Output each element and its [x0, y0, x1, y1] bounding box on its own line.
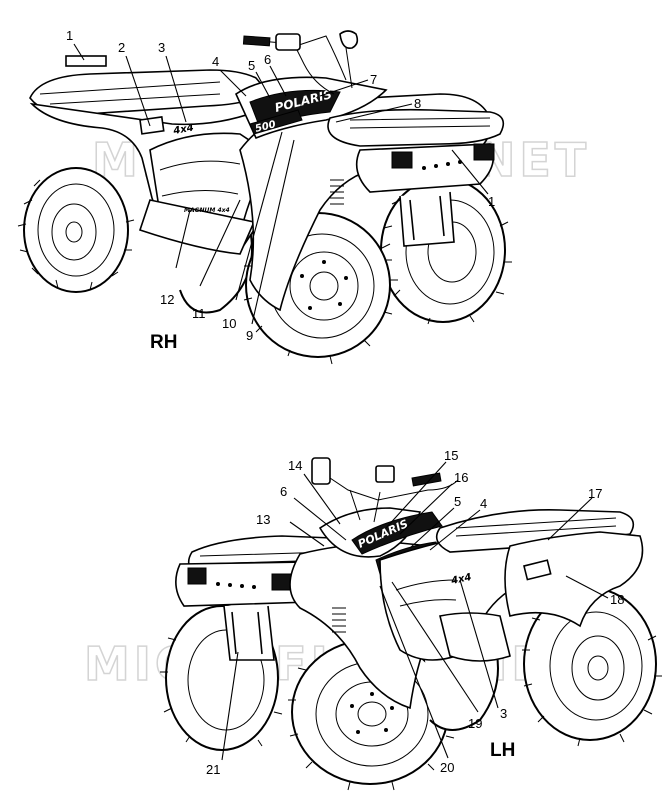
decal-badge-rh: 4x4	[172, 123, 195, 138]
decal-model-rh: 500	[254, 119, 277, 135]
callout-lh-4: 4	[480, 496, 487, 511]
callout-lh-3: 3	[500, 706, 507, 721]
callout-rh-1b: 1	[488, 194, 495, 209]
decal-badge-lh: 4x4	[449, 572, 472, 587]
callout-lh-5: 5	[454, 494, 461, 509]
callout-lh-13: 13	[256, 512, 270, 527]
callout-lh-18: 18	[610, 592, 624, 607]
callout-rh-10: 10	[222, 316, 236, 331]
callout-rh-6: 6	[264, 52, 271, 67]
callout-rh-4: 4	[212, 54, 219, 69]
callout-rh-2: 2	[118, 40, 125, 55]
callout-rh-9: 9	[246, 328, 253, 343]
callouts-rh: 1 2 3 4 5 6 7 8 1 9 10 11 12 RH	[66, 28, 495, 353]
callout-rh-5: 5	[248, 58, 255, 73]
leader-lines-rh	[65, 43, 489, 325]
callout-lh-17: 17	[588, 486, 602, 501]
view-label-rh: RH	[150, 332, 177, 353]
callout-lh-20: 20	[440, 760, 454, 775]
callout-rh-12: 12	[160, 292, 174, 307]
callout-rh-8: 8	[414, 96, 421, 111]
leader-lines-lh	[221, 461, 609, 761]
atv-left-view: POLARIS 500 4x4	[160, 457, 662, 791]
callout-lh-16: 16	[454, 470, 468, 485]
callout-lh-19: 19	[468, 716, 482, 731]
callout-lh-6: 6	[280, 484, 287, 499]
atv-right-view: POLARIS 500 4x4 MAGNUM 4x4	[17, 30, 512, 365]
callout-rh-1: 1	[66, 28, 73, 43]
callout-lh-14: 14	[288, 458, 302, 473]
callouts-lh: 14 15 16 6 5 4 13 17 18 3 19 20 21 LH	[206, 448, 624, 777]
view-label-lh: LH	[490, 740, 515, 761]
callout-lh-15: 15	[444, 448, 458, 463]
decal-plate-rh: MAGNUM 4x4	[184, 207, 230, 214]
callout-rh-11: 11	[192, 306, 206, 321]
callout-rh-3: 3	[158, 40, 165, 55]
callout-lh-21: 21	[206, 762, 220, 777]
rear-wheel-rh	[17, 167, 135, 293]
callout-rh-7: 7	[370, 72, 377, 87]
